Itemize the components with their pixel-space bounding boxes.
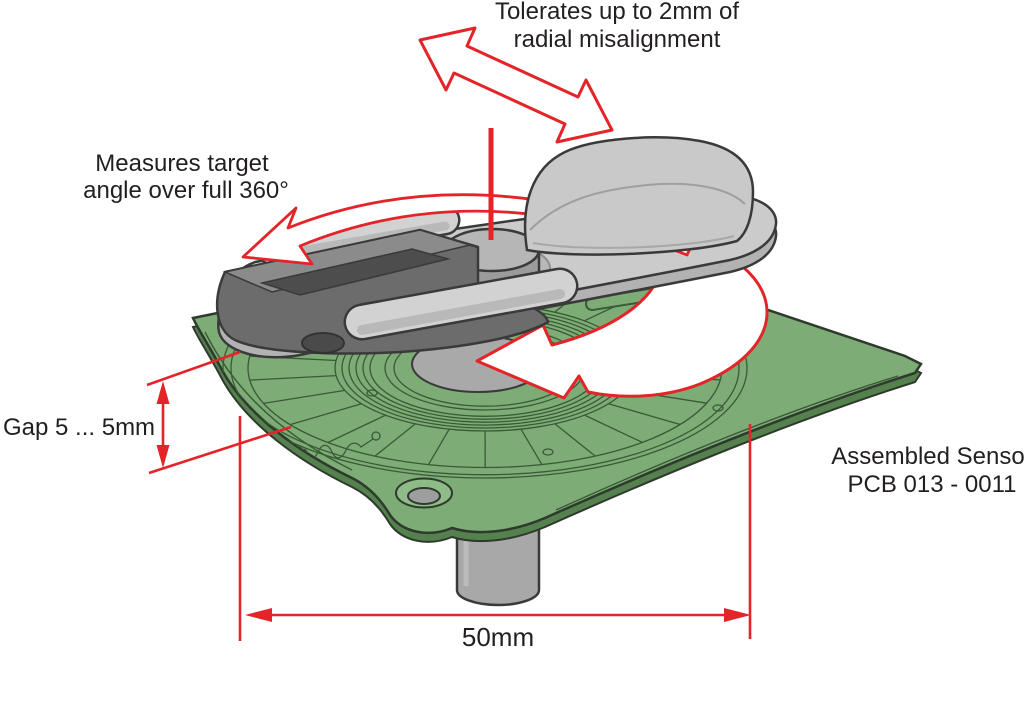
misalignment-double-arrow-icon	[418, 26, 614, 144]
misalignment-label-line2: radial misalignment	[514, 26, 721, 53]
rotation-label-line2: angle over full 360°	[83, 177, 289, 204]
width-arrowhead-left-icon	[245, 608, 272, 622]
gap-leader-bottom	[148, 425, 292, 475]
gap-arrowhead-down-icon	[156, 445, 170, 468]
pcb-trace-squiggle	[287, 438, 374, 460]
connector-flange-hole	[301, 332, 345, 354]
gap-dimension	[146, 350, 292, 475]
misalignment-label-line1: Tolerates up to 2mm of	[495, 0, 739, 25]
pcb-mounting-hole-bottom	[395, 477, 453, 509]
connector-front-bar	[343, 267, 579, 341]
dome-housing	[523, 136, 755, 256]
rotation-label-line1: Measures target	[95, 150, 269, 177]
width-arrowhead-right-icon	[724, 608, 751, 622]
gap-arrowhead-up-icon	[156, 381, 170, 404]
gap-label: Gap 5 ... 5mm	[3, 414, 155, 441]
width-dimension	[238, 416, 752, 641]
gap-leader-top	[146, 350, 241, 387]
assembled-sensor-label-line1: Assembled Sensor	[831, 443, 1024, 470]
assembled-sensor-label-line2: PCB 013 - 0011	[848, 471, 1017, 498]
width-label: 50mm	[462, 622, 534, 652]
